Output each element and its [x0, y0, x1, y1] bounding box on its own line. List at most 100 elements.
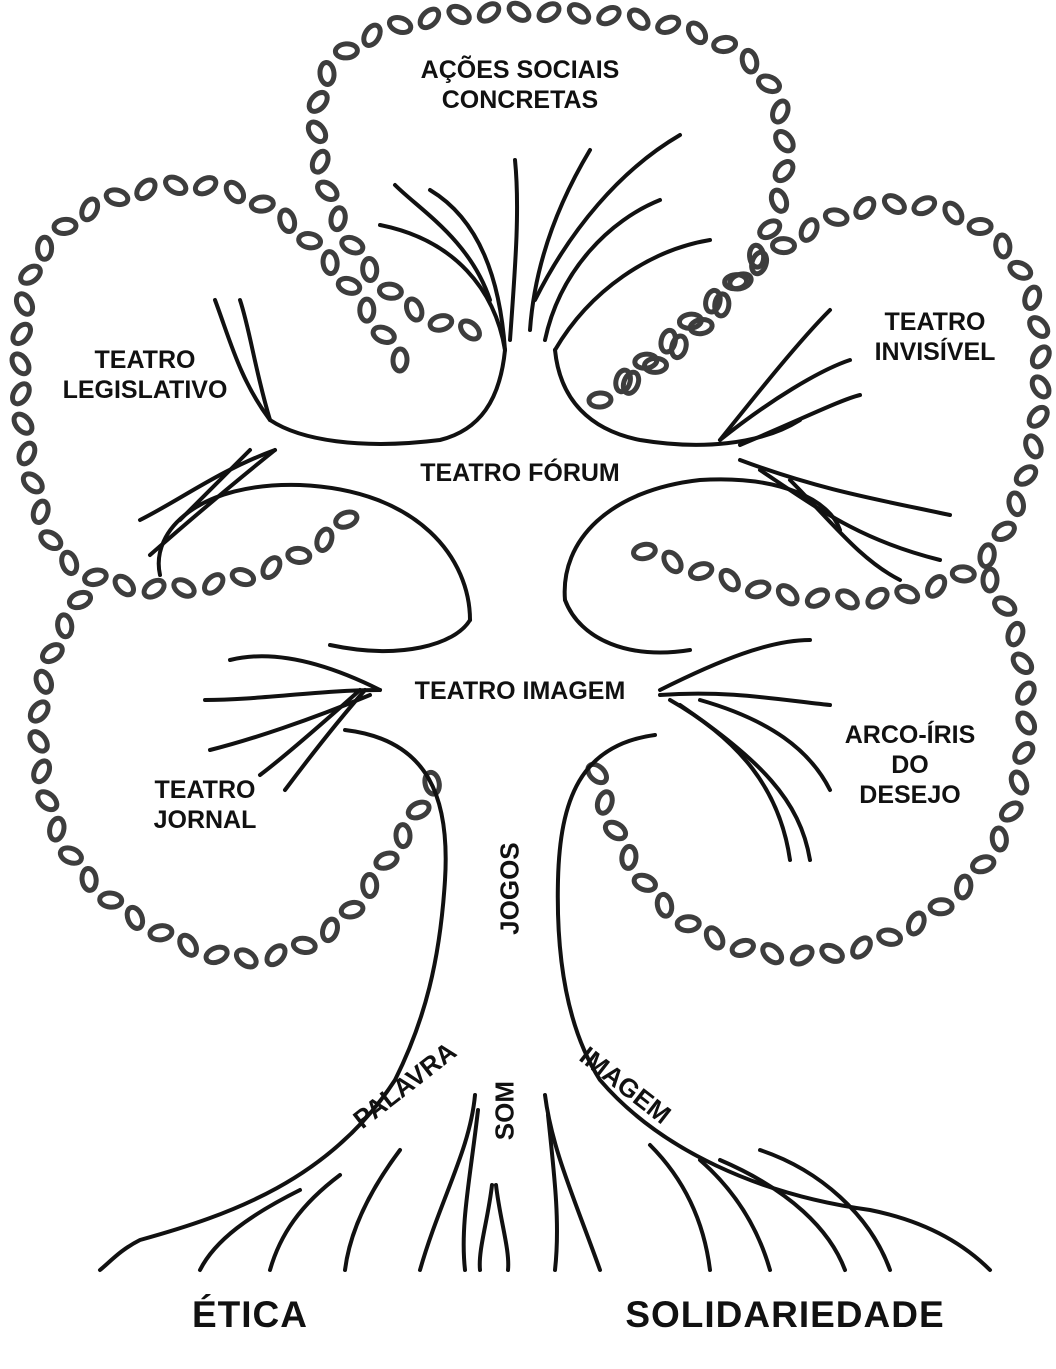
branch [740, 460, 950, 515]
leaf-mark [1013, 463, 1039, 488]
leaf-mark [9, 321, 34, 347]
leaf-mark [163, 174, 189, 197]
leaf-mark [362, 258, 378, 281]
leaf-mark [406, 799, 432, 821]
label-teatro-imagem: TEATRO IMAGEM [370, 676, 670, 706]
leaf-mark [819, 942, 845, 965]
leaf-mark [772, 158, 797, 184]
leaf-mark [371, 324, 397, 345]
label-line: DESEJO [810, 780, 1010, 810]
root-line [480, 1185, 492, 1270]
leaf-mark [759, 941, 785, 966]
leaf-mark [689, 561, 714, 581]
leaf-mark [1014, 710, 1038, 736]
leaf-mark [319, 62, 335, 85]
leaf-mark [298, 232, 322, 249]
leaf-mark [536, 0, 562, 24]
leaf-mark [39, 641, 65, 665]
inner-lobe-left-lower [330, 620, 470, 651]
leaf-mark [34, 788, 60, 813]
leaf-mark [992, 595, 1018, 618]
leaf-mark [309, 149, 331, 175]
label-etica: ÉTICA [130, 1293, 370, 1337]
leaf-mark [969, 219, 991, 233]
leaf-mark [1008, 770, 1030, 796]
leaf-mark [26, 728, 50, 754]
leaf-mark [677, 916, 699, 931]
leaf-mark [717, 567, 741, 593]
leaf-mark [31, 499, 51, 524]
root-line [700, 1160, 770, 1270]
branch [510, 160, 517, 340]
root-line [496, 1185, 508, 1270]
leaf-mark [112, 573, 137, 598]
leaf-mark [233, 946, 259, 970]
leaf-mark [941, 200, 965, 226]
leaf-mark [994, 234, 1011, 258]
leaf-mark [27, 699, 52, 725]
leaf-mark [11, 411, 36, 437]
leaf-mark [506, 0, 532, 24]
label-line: JORNAL [110, 805, 300, 835]
leaf-mark [924, 573, 948, 599]
label-arco-iris-do-desejo: ARCO-ÍRIS DO DESEJO [810, 720, 1010, 810]
leaf-mark [56, 614, 73, 638]
leaf-mark [596, 4, 622, 27]
leaf-mark [251, 196, 274, 212]
leaf-mark [1007, 491, 1026, 516]
leaf-mark [978, 544, 996, 568]
leaf-mark [865, 586, 891, 611]
label-line: TEATRO [830, 307, 1040, 337]
branch [555, 240, 710, 350]
leaf-mark [33, 669, 54, 695]
leaf-mark [393, 349, 408, 372]
leaf-mark [852, 195, 877, 221]
leaf-mark [602, 819, 628, 842]
leaf-mark [171, 576, 197, 599]
label-line: LEGISLATIVO [20, 375, 270, 405]
branch [230, 656, 380, 690]
label-teatro-invisivel: TEATRO INVISÍVEL [830, 307, 1040, 367]
leaf-mark [457, 317, 483, 342]
leaf-mark [930, 899, 953, 914]
leaf-mark [632, 872, 657, 893]
leaf-mark [59, 550, 79, 575]
leaf-mark [404, 297, 425, 323]
label-line: CONCRETAS [380, 85, 660, 115]
leaf-mark [336, 276, 361, 296]
label-jogos: JOGOS [494, 829, 525, 949]
leaf-mark [991, 827, 1008, 851]
leaf-mark [1029, 374, 1053, 400]
leaf-mark [176, 932, 200, 958]
label-som: SOM [489, 1071, 520, 1151]
leaf-mark [655, 14, 681, 35]
leaf-mark [685, 20, 709, 46]
label-acoes-sociais-concretas: AÇÕES SOCIAIS CONCRETAS [380, 55, 660, 115]
leaf-mark [775, 582, 801, 607]
leaf-mark [30, 758, 52, 784]
leaf-mark [595, 790, 615, 815]
leaf-mark [83, 568, 108, 587]
label-teatro-forum: TEATRO FÓRUM [370, 458, 670, 488]
leaf-mark [772, 238, 794, 253]
branch [545, 200, 660, 340]
leaf-mark [396, 824, 411, 847]
leaf-mark [730, 938, 755, 959]
leaf-mark [703, 925, 726, 951]
label-line: INVISÍVEL [830, 337, 1040, 367]
leaf-mark [746, 580, 771, 600]
leaf-mark [223, 179, 247, 205]
label-teatro-legislativo: TEATRO LEGISLATIVO [20, 345, 270, 405]
leaf-mark [287, 547, 310, 563]
leaf-mark [1010, 651, 1035, 676]
leaf-mark [584, 761, 610, 786]
leaf-mark [983, 569, 998, 591]
leaf-mark [476, 0, 502, 24]
label-line: DO [810, 750, 1010, 780]
leaf-mark [48, 817, 66, 841]
leaf-mark [740, 49, 759, 74]
leaf-mark [417, 6, 442, 31]
leaf-mark [971, 854, 996, 874]
leaf-mark [322, 251, 338, 274]
label-teatro-jornal: TEATRO JORNAL [110, 775, 300, 835]
